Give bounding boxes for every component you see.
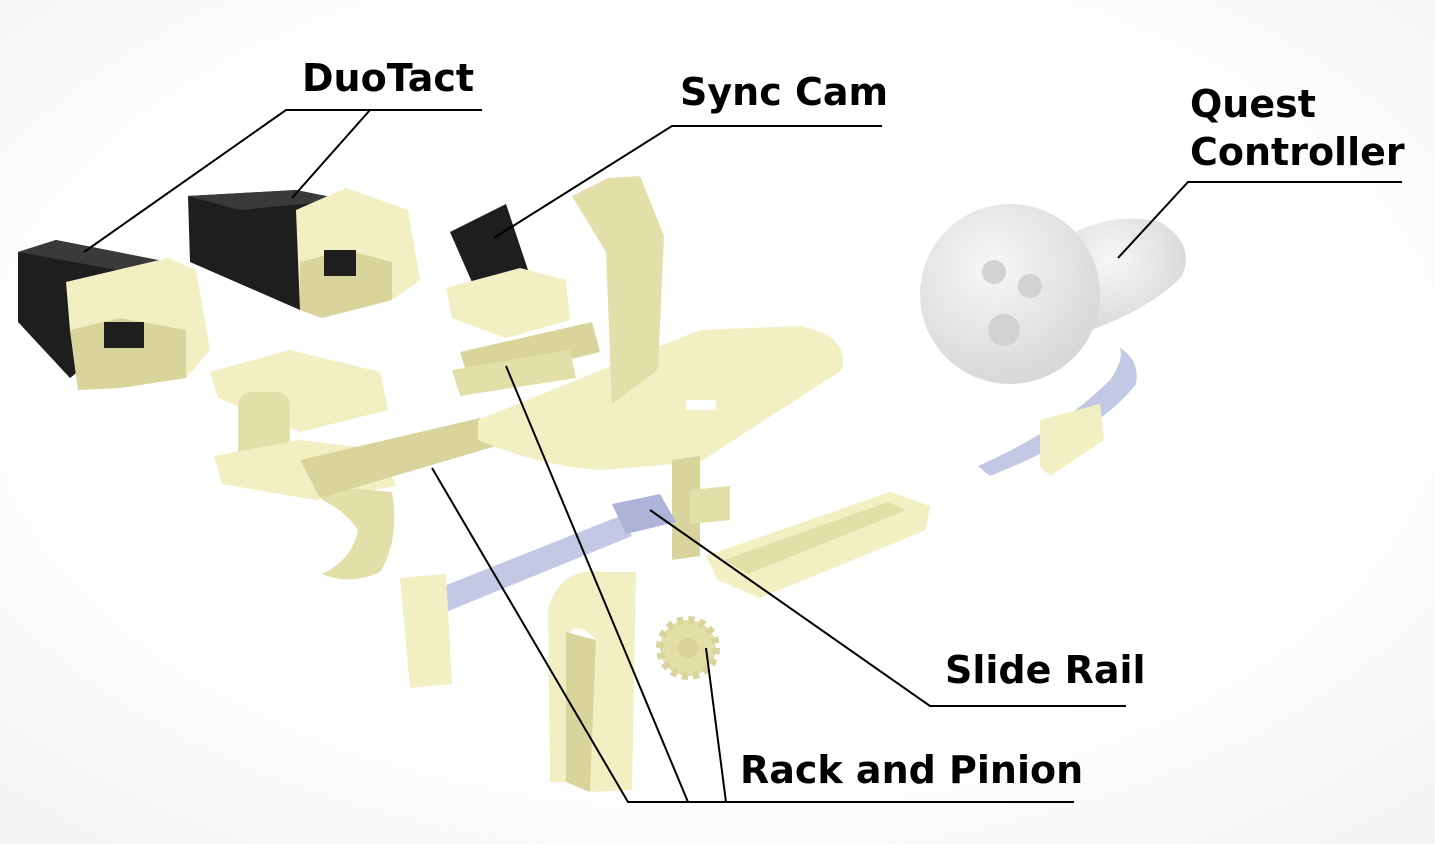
handle-shade	[566, 632, 596, 792]
leader-line-duotact-left	[83, 109, 482, 253]
leader-line-quest-controller	[1117, 181, 1402, 259]
label-sync-cam: Sync Cam	[680, 70, 889, 114]
leader-line-rack-1	[431, 467, 1074, 803]
sensor-mount-window	[104, 322, 144, 348]
controller-button-1	[982, 260, 1006, 284]
trigger-rack-arm	[300, 418, 496, 498]
label-duotact: DuoTact	[302, 56, 475, 100]
label-quest-controller: Quest Controller	[1190, 80, 1405, 176]
duotact-sensor-left	[18, 240, 210, 390]
gear-hub	[678, 638, 698, 658]
slide-rail	[434, 516, 632, 612]
leader-line-rack-2	[505, 365, 689, 803]
sensor-top	[18, 240, 168, 272]
leader-line-rack-3	[705, 647, 727, 803]
label-quest-line1: Quest	[1190, 82, 1316, 126]
controller-button-2	[1018, 274, 1042, 298]
sensor-mount-window	[324, 250, 356, 276]
platform-slot	[686, 400, 716, 410]
handle-part	[548, 571, 636, 792]
quest-controller	[920, 204, 1186, 384]
center-platform	[478, 176, 844, 560]
sensor-top	[188, 190, 346, 210]
mount-arc	[978, 348, 1137, 476]
leader-line-sync-cam	[493, 125, 882, 239]
sensor-mount-shade	[300, 250, 392, 318]
slide-block	[612, 494, 676, 534]
controller-mount	[978, 348, 1137, 476]
label-slide-rail: Slide Rail	[945, 648, 1146, 692]
pinion-gear	[656, 616, 720, 680]
slide-rail-assembly	[400, 486, 730, 688]
leader-lines	[83, 109, 1402, 803]
leader-line-slide-rail	[649, 509, 1126, 707]
trigger-hook	[322, 486, 395, 580]
duotact-sensor-right	[188, 188, 420, 318]
leader-line-duotact-right	[291, 109, 371, 199]
platform-plate	[478, 326, 844, 470]
rail-end-block	[400, 574, 452, 688]
rail-side-bracket	[690, 486, 730, 524]
sync-cam-bracket	[446, 268, 570, 338]
platform-mast	[572, 176, 664, 404]
tray-part	[706, 492, 930, 598]
label-rack-and-pinion: Rack and Pinion	[740, 748, 1084, 792]
sync-cam-assembly	[446, 204, 600, 396]
sensor-mount-shade	[70, 318, 186, 390]
controller-face	[920, 204, 1100, 384]
trigger-assembly	[210, 350, 496, 580]
sync-cam-base	[452, 350, 576, 396]
controller-thumbstick	[988, 314, 1020, 346]
mount-clip	[1040, 404, 1104, 476]
tray-inner	[724, 502, 906, 574]
platform-post	[672, 456, 700, 560]
label-quest-line2: Controller	[1190, 130, 1405, 174]
